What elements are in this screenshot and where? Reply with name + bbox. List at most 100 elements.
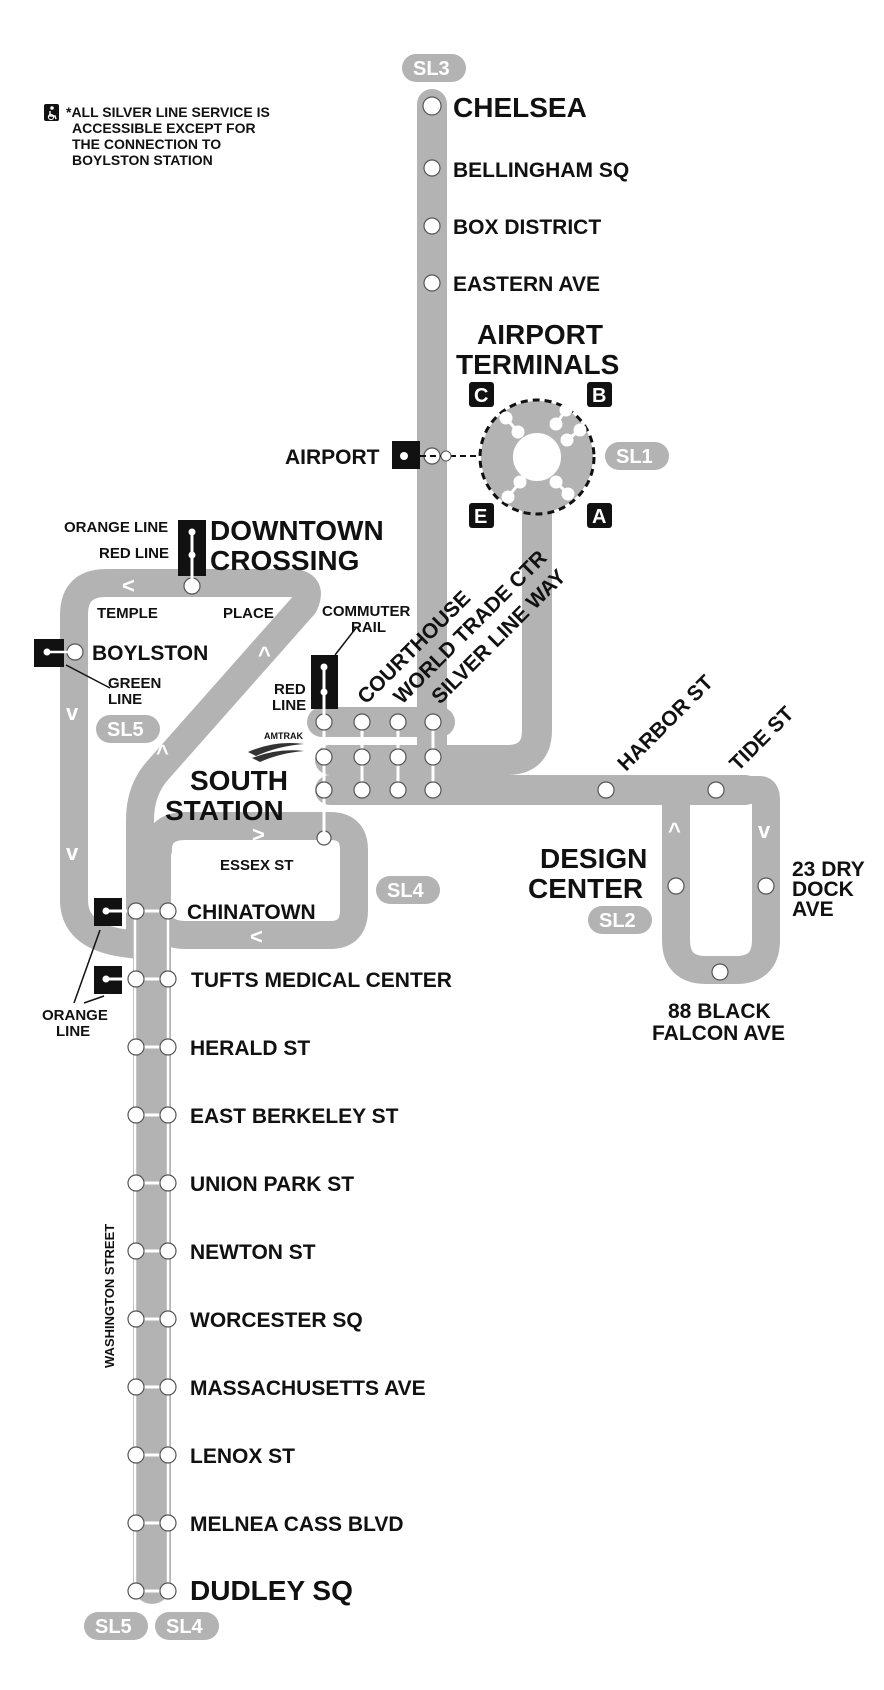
label-mass-ave[interactable]: MASSACHUSETTS AVE [190,1377,426,1400]
badge-sl4[interactable]: SL4 [387,880,425,902]
station-dot-dudley-1[interactable] [127,1582,145,1600]
label-airport-terminals-2[interactable]: TERMINALS [456,349,619,380]
station-dot-union-park-2[interactable] [159,1174,177,1192]
label-essex-st[interactable]: ESSEX ST [220,857,293,874]
label-lenox[interactable]: LENOX ST [190,1445,295,1468]
label-chelsea[interactable]: CHELSEA [453,92,587,123]
label-south-station-1[interactable]: SOUTH [190,765,288,796]
terminal-a-label[interactable]: A [592,506,606,528]
station-dot-slw-1[interactable] [424,713,442,731]
station-dot-melnea-2[interactable] [159,1514,177,1532]
station-dot-east-berkeley-1[interactable] [127,1106,145,1124]
station-dot-eastern-ave[interactable] [423,274,441,292]
label-red-line-ss-1: RED [274,681,306,698]
badge-sl1[interactable]: SL1 [616,446,653,468]
station-dot-black-falcon[interactable] [711,963,729,981]
station-dot-wtc-2[interactable] [389,748,407,766]
label-design-center-1[interactable]: DESIGN [540,843,647,874]
label-dudley[interactable]: DUDLEY SQ [190,1575,353,1606]
terminal-b-label[interactable]: B [592,385,606,407]
badge-sl5[interactable]: SL5 [107,719,144,741]
badge-sl3[interactable]: SL3 [413,58,450,80]
arrow-sl5-down-1: v [66,700,79,725]
label-union-park[interactable]: UNION PARK ST [190,1173,354,1196]
station-dot-melnea-1[interactable] [127,1514,145,1532]
station-dot-dry-dock[interactable] [757,877,775,895]
label-chinatown[interactable]: CHINATOWN [187,901,316,924]
station-dot-tufts-1[interactable] [127,970,145,988]
station-dot-dudley-2[interactable] [159,1582,177,1600]
badge-sl4-bottom[interactable]: SL4 [166,1616,204,1638]
label-harbor-st[interactable]: HARBOR ST [613,671,718,776]
label-east-berkeley[interactable]: EAST BERKELEY ST [190,1105,399,1128]
badge-sl5-bottom[interactable]: SL5 [95,1616,132,1638]
station-dot-slw-2[interactable] [424,748,442,766]
label-south-station-2[interactable]: STATION [165,795,284,826]
station-dot-worcester-2[interactable] [159,1310,177,1328]
station-dot-courthouse-1[interactable] [353,713,371,731]
label-orange-line-2: LINE [56,1023,90,1040]
label-dry-dock-2[interactable]: DOCK [792,878,854,901]
station-dot-mass-ave-2[interactable] [159,1378,177,1396]
station-dot-east-berkeley-2[interactable] [159,1106,177,1124]
station-dot-design-center[interactable] [667,877,685,895]
station-dot-south-station-3[interactable] [315,781,333,799]
label-downtown-crossing-2[interactable]: CROSSING [210,545,359,576]
station-dot-courthouse-2[interactable] [353,748,371,766]
label-box-district[interactable]: BOX DISTRICT [453,216,601,239]
station-dot-wtc-1[interactable] [389,713,407,731]
label-bellingham[interactable]: BELLINGHAM SQ [453,159,629,182]
station-dot-newton-2[interactable] [159,1242,177,1260]
station-dot-wtc-3[interactable] [389,781,407,799]
station-dot-mass-ave-1[interactable] [127,1378,145,1396]
label-black-falcon-2[interactable]: FALCON AVE [652,1022,785,1045]
station-dot-slw-3[interactable] [424,781,442,799]
station-dot-chinatown-2[interactable] [159,902,177,920]
arrow-dc-up: ^ [668,818,681,843]
station-dot-harbor-st[interactable] [597,781,615,799]
station-dot-bellingham[interactable] [423,159,441,177]
terminal-e-box [469,503,494,528]
label-airport[interactable]: AIRPORT [285,446,380,469]
badge-sl2-bg [588,906,652,934]
station-dot-lenox-1[interactable] [127,1446,145,1464]
amtrak-label: AMTRAK [264,731,303,741]
label-dry-dock-3[interactable]: AVE [792,898,834,921]
terminal-c-box [469,382,494,407]
terminal-c-label[interactable]: C [474,385,488,407]
label-airport-terminals-1[interactable]: AIRPORT [477,319,603,350]
station-dot-chelsea[interactable] [422,96,442,116]
terminal-e-label[interactable]: E [474,506,487,528]
station-dot-worcester-1[interactable] [127,1310,145,1328]
station-dot-courthouse-3[interactable] [353,781,371,799]
label-melnea[interactable]: MELNEA CASS BLVD [190,1513,404,1536]
label-eastern-ave[interactable]: EASTERN AVE [453,273,600,296]
station-dot-union-park-1[interactable] [127,1174,145,1192]
label-tide-st[interactable]: TIDE ST [725,702,798,775]
label-dry-dock-1[interactable]: 23 DRY [792,858,865,881]
label-herald[interactable]: HERALD ST [190,1037,310,1060]
station-dot-lenox-2[interactable] [159,1446,177,1464]
badge-sl1-bg [605,442,669,470]
station-dot-south-station-2[interactable] [315,748,333,766]
station-dot-box-district[interactable] [423,217,441,235]
station-dot-chinatown-1[interactable] [127,902,145,920]
station-dot-newton-1[interactable] [127,1242,145,1260]
airport-loop-route [481,401,593,513]
label-downtown-crossing-1[interactable]: DOWNTOWN [210,515,384,546]
south-station-stops [315,713,442,838]
station-dot-herald-1[interactable] [127,1038,145,1056]
station-dots [66,96,775,981]
label-tufts[interactable]: TUFTS MEDICAL CENTER [191,969,452,992]
label-newton[interactable]: NEWTON ST [190,1241,316,1264]
arrow-chinatown-left: < [250,924,263,949]
station-dot-tide-st[interactable] [707,781,725,799]
label-black-falcon-1[interactable]: 88 BLACK [668,1000,771,1023]
arrow-sl5-down-2: v [66,840,79,865]
station-dot-tufts-2[interactable] [159,970,177,988]
station-dot-herald-2[interactable] [159,1038,177,1056]
badge-sl2[interactable]: SL2 [599,910,636,932]
label-design-center-2[interactable]: CENTER [528,873,643,904]
label-boylston[interactable]: BOYLSTON [92,642,208,665]
label-worcester[interactable]: WORCESTER SQ [190,1309,363,1332]
